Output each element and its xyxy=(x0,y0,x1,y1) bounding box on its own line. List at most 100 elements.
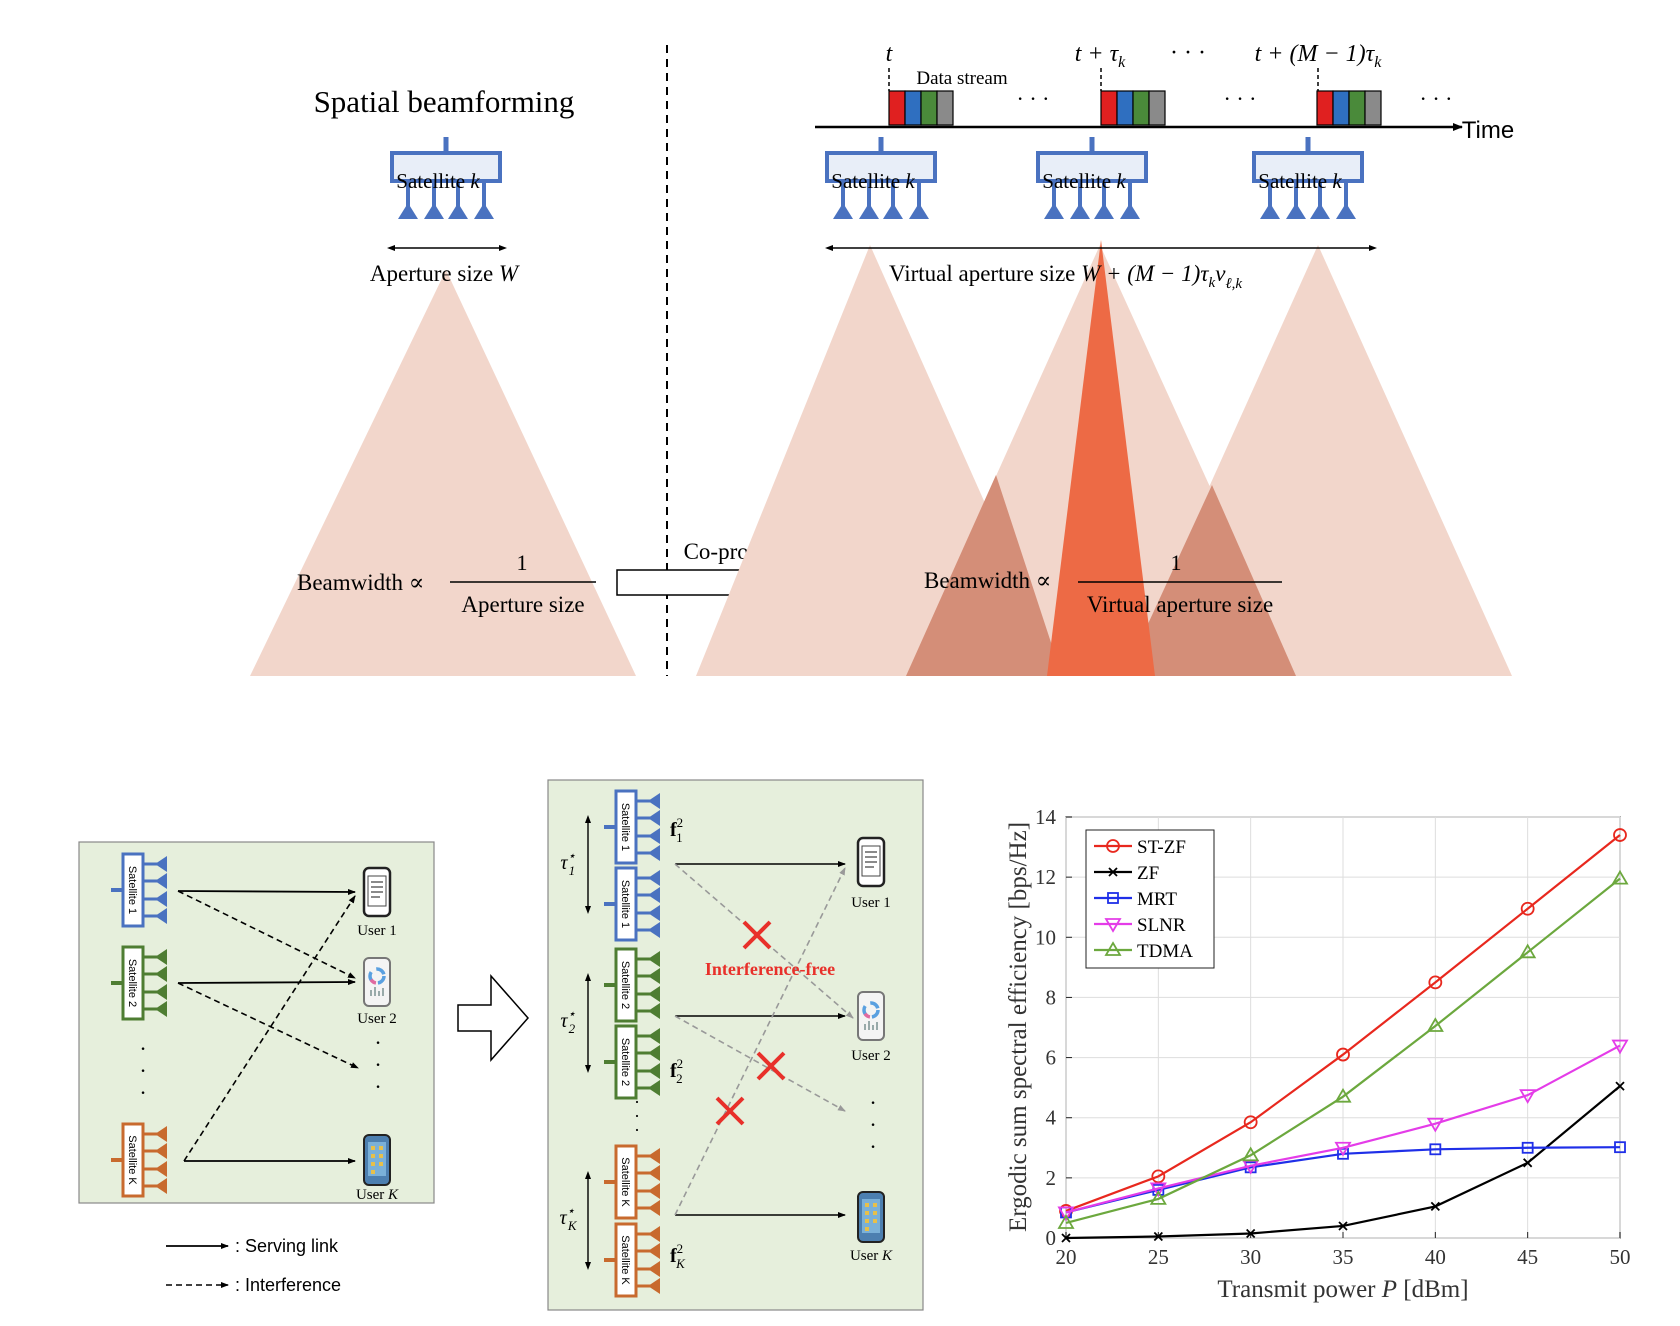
legend-marker-slnr xyxy=(1104,918,1122,933)
legend-interference-label: : Interference xyxy=(235,1275,341,1295)
user-1-phone-icon xyxy=(362,866,392,918)
mid-user-1-phone-icon xyxy=(856,836,886,888)
legend-marker-st-zf xyxy=(1106,839,1120,853)
data-point-tdma xyxy=(1149,1190,1167,1205)
satellite-kb-label: Satellite K xyxy=(619,1235,631,1285)
x-tick-label: 25 xyxy=(1148,1245,1169,1269)
satellite-vertical-ellipsis: ··· xyxy=(139,1036,146,1105)
data-point-slnr xyxy=(1519,1089,1537,1104)
series-line-slnr xyxy=(1065,1044,1621,1214)
satellite-2b-label: Satellite 2 xyxy=(619,1038,631,1086)
data-stream-blocks xyxy=(888,90,1382,126)
data-point-zf xyxy=(1153,1231,1163,1242)
stream-ellipsis-2: · · · xyxy=(1224,86,1257,111)
mid-user-2-label: User 2 xyxy=(851,1048,891,1064)
data-point-tdma xyxy=(1519,943,1537,959)
data-point-zf xyxy=(1615,1081,1625,1091)
y-tick-label: 2 xyxy=(1046,1166,1057,1190)
legend-serving-label: : Serving link xyxy=(235,1236,339,1256)
data-point-st-zf xyxy=(1613,828,1627,842)
stream-block-3-3 xyxy=(1348,90,1366,126)
data-point-tdma xyxy=(1426,1017,1444,1032)
legend-marker-zf xyxy=(1108,867,1118,877)
stream-block-1-4 xyxy=(936,90,954,126)
time-label-t-tau: t + τk xyxy=(1075,41,1126,71)
cross-icon-1 xyxy=(742,920,772,950)
virtual-aperture-panel: Time t t + τk · · · t + (M − 1)τk Data s… xyxy=(696,40,1514,676)
conventional-scheme-panel: Satellite 1 Satellite 2 Satellite K ··· … xyxy=(78,841,435,1295)
legend-marker-mrt xyxy=(1107,892,1119,904)
stream-ellipsis-1: · · · xyxy=(1017,86,1050,111)
satellite-2-label: Satellite 2 xyxy=(126,959,138,1007)
x-axis-label: Transmit power P [dBm] xyxy=(1217,1276,1468,1303)
mid-user-2-phone-icon xyxy=(856,990,886,1042)
data-point-tdma xyxy=(1242,1146,1260,1162)
mid-user-ellipsis: ··· xyxy=(869,1090,876,1159)
mid-user-1-label: User 1 xyxy=(851,895,891,911)
stream-block-3-2 xyxy=(1332,90,1350,126)
y-tick-label: 14 xyxy=(1035,805,1057,829)
data-point-mrt xyxy=(1614,1141,1626,1154)
stream-block-1-1 xyxy=(888,90,906,126)
x-tick-label: 30 xyxy=(1240,1245,1261,1269)
x-tick-label: 40 xyxy=(1425,1245,1446,1269)
beamwidth-label: Beamwidth ∝ xyxy=(297,570,424,595)
stream-block-2-1 xyxy=(1100,90,1118,126)
satellite-ka-label: Satellite K xyxy=(619,1157,631,1207)
data-point-zf xyxy=(1338,1221,1348,1231)
stream-block-2-4 xyxy=(1148,90,1166,126)
spatial-beamforming-panel: Spatial beamforming Satellite k Aperture… xyxy=(250,84,636,676)
fraction-numerator: 1 xyxy=(517,550,528,575)
user-2-phone-icon xyxy=(362,956,392,1008)
data-point-tdma xyxy=(1611,869,1629,885)
satellite-k-label: Satellite K xyxy=(126,1135,138,1185)
user-2-label: User 2 xyxy=(357,1011,397,1027)
data-point-slnr xyxy=(1611,1039,1629,1055)
user-k-phone-icon xyxy=(363,1134,391,1186)
user-vertical-ellipsis: ··· xyxy=(374,1030,381,1099)
mid-satellite-ellipsis: ··· xyxy=(634,1092,640,1140)
user-1-label: User 1 xyxy=(357,923,397,939)
satellite-1b-label: Satellite 1 xyxy=(619,880,631,928)
cross-icon-3 xyxy=(715,1096,745,1126)
y-tick-label: 8 xyxy=(1046,985,1057,1009)
tau-1-label: τ⋆1 xyxy=(560,848,575,878)
satellite-label-2: Satellite k xyxy=(1042,169,1126,193)
data-point-st-zf xyxy=(1243,1115,1258,1130)
data-point-zf xyxy=(1523,1158,1533,1168)
user-k-label: User K xyxy=(356,1187,399,1203)
serving-link-1 xyxy=(177,888,356,895)
stream-block-1-3 xyxy=(920,90,938,126)
y-tick-label: 12 xyxy=(1035,865,1056,889)
data-point-slnr xyxy=(1426,1117,1444,1133)
chart-series xyxy=(1057,828,1629,1243)
interference-free-label: Interference-free xyxy=(705,959,835,979)
data-point-tdma xyxy=(1334,1087,1352,1103)
satellite-label: Satellite k xyxy=(396,169,480,193)
space-time-scheme-panel: Satellite 1 Satellite 1 Satellite 2 Sate… xyxy=(547,779,924,1311)
interference-link-1 xyxy=(177,890,356,979)
stream-block-1-2 xyxy=(904,90,922,126)
stream-block-3-1 xyxy=(1316,90,1334,126)
stream-block-3-4 xyxy=(1364,90,1382,126)
legend-label-tdma: TDMA xyxy=(1137,941,1193,962)
x-tick-label: 45 xyxy=(1517,1245,1538,1269)
x-tick-label: 50 xyxy=(1610,1245,1631,1269)
legend-label-slnr: SLNR xyxy=(1137,915,1186,936)
panel-title: Spatial beamforming xyxy=(314,84,575,119)
y-tick-label: 4 xyxy=(1046,1106,1057,1130)
serving-link-2 xyxy=(177,979,356,986)
legend-marker-tdma xyxy=(1104,941,1122,956)
stream-block-2-2 xyxy=(1116,90,1134,126)
legend-label-zf: ZF xyxy=(1137,863,1159,884)
beam-cone-left xyxy=(250,270,636,676)
stream-block-2-3 xyxy=(1132,90,1150,126)
data-point-zf xyxy=(1430,1201,1440,1212)
data-point-st-zf xyxy=(1151,1169,1166,1184)
data-point-slnr xyxy=(1149,1182,1167,1198)
satellite-1-label: Satellite 1 xyxy=(126,866,138,914)
